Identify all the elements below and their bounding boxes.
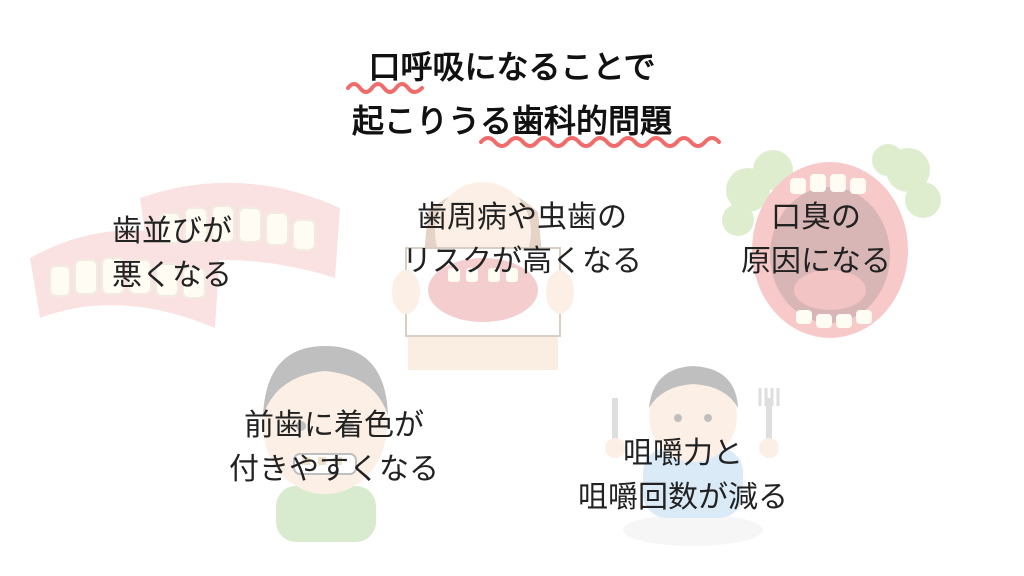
problem-label-chewing-decrease: 咀嚼力と 咀嚼回数が減る (568, 432, 798, 520)
problem-label-gum-disease-cavity: 歯周病や虫歯の リスクが高くなる (388, 196, 656, 284)
problem-label-line-1: 歯周病や虫歯の (417, 200, 627, 235)
teeth-model-icon (30, 182, 340, 328)
problem-label-line-2: 咀嚼回数が減る (578, 480, 788, 515)
problem-label-line-1: 前歯に着色が (244, 408, 424, 443)
problem-label-front-teeth-stain: 前歯に着色が 付きやすくなる (214, 404, 454, 492)
problem-label-line-1: 口臭の (771, 200, 861, 235)
page-title: 口呼吸になることで 起こりうる歯科的問題 (0, 40, 1024, 148)
problem-label-line-2: 付きやすくなる (229, 452, 439, 487)
title-underline-1 (346, 82, 424, 94)
open-mouth-bad-breath-icon (722, 144, 941, 338)
problem-label-line-2: 原因になる (741, 244, 891, 279)
title-line-2: 起こりうる歯科的問題 (351, 102, 672, 140)
problem-label-line-1: 咀嚼力と (623, 436, 743, 471)
problem-label-misaligned-teeth: 歯並びが 悪くなる (112, 210, 232, 298)
problem-label-line-2: リスクが高くなる (402, 244, 642, 279)
problem-label-line-1: 歯並びが (112, 214, 232, 249)
boy-with-fork-knife-icon (605, 366, 780, 546)
woman-holding-teeth-card-icon (392, 182, 574, 370)
title-line-1: 口呼吸になることで (368, 48, 656, 86)
problem-label-line-2: 悪くなる (112, 258, 232, 293)
boy-stained-teeth-icon (263, 346, 388, 542)
title-underline-2 (479, 136, 721, 148)
problem-label-bad-breath: 口臭の 原因になる (732, 196, 900, 284)
